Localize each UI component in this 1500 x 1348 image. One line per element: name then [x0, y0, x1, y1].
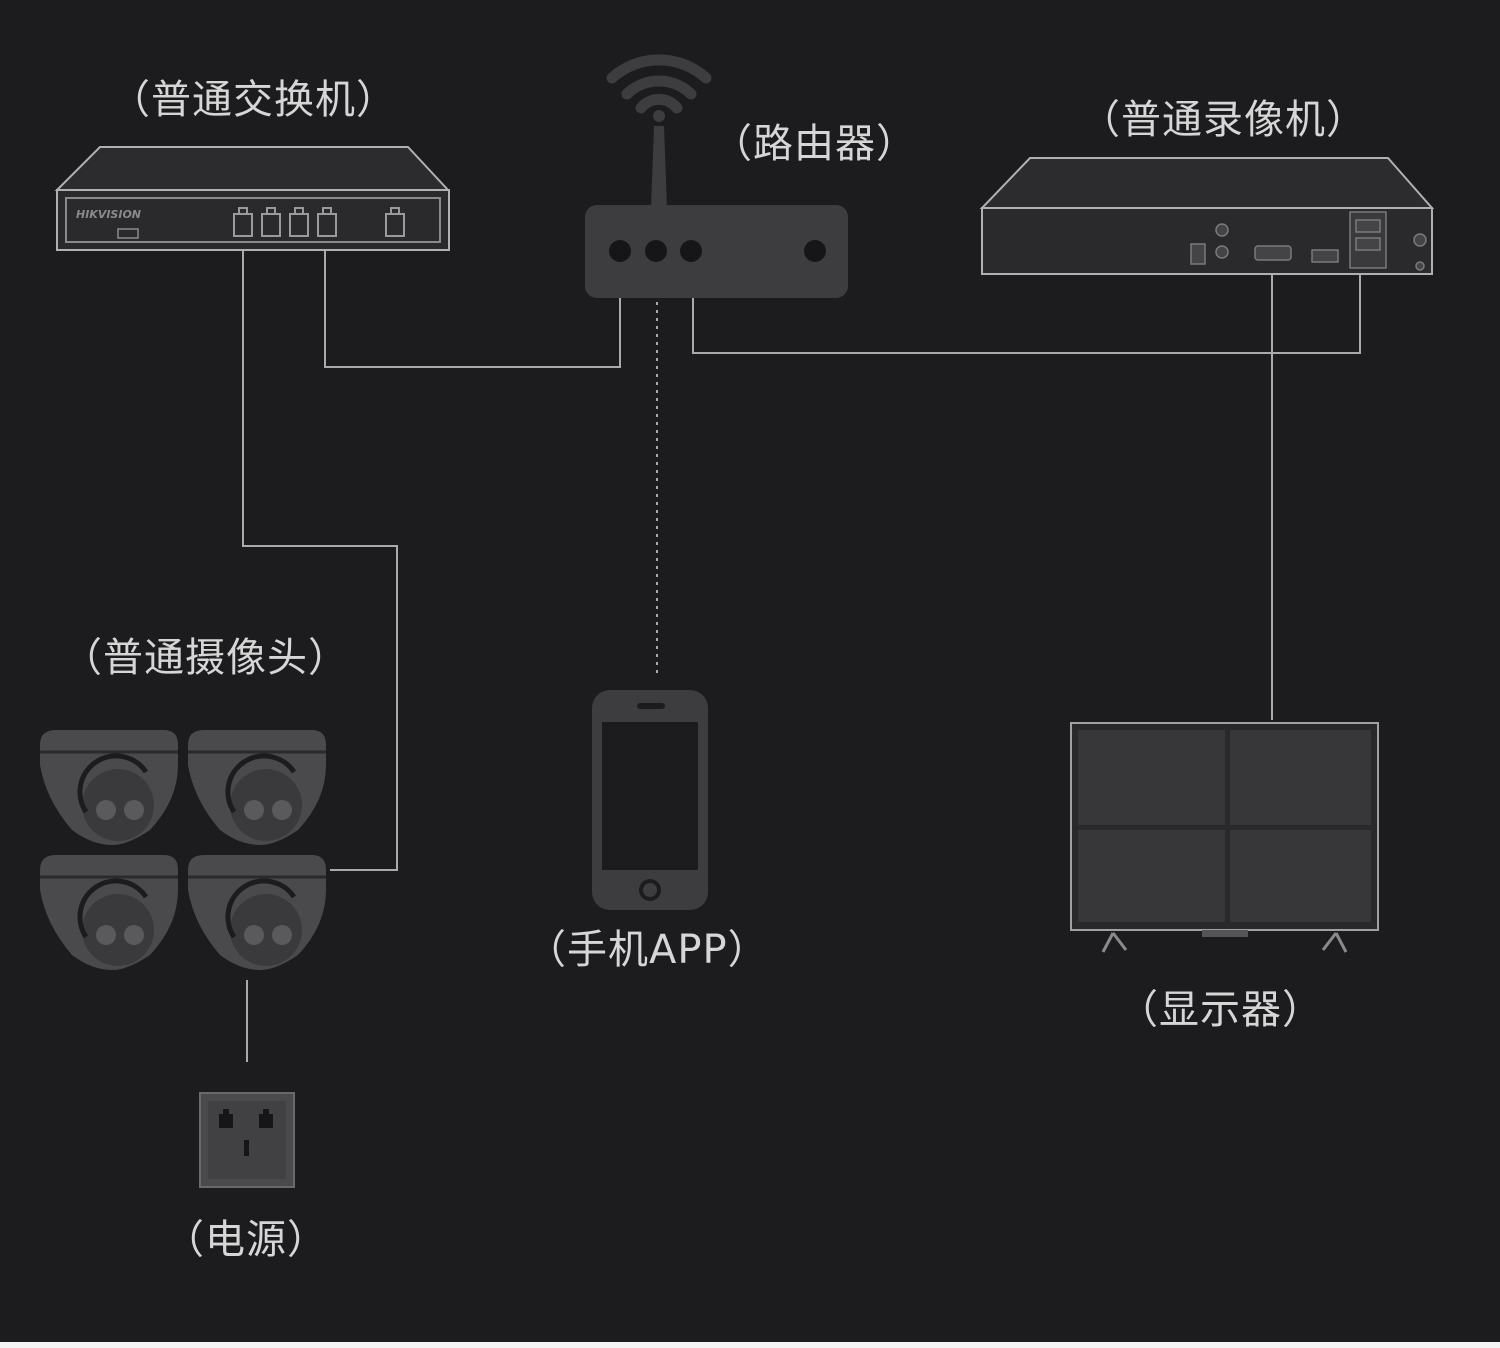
switch-to-cameras-line — [242, 240, 398, 871]
switch-brand-text: HIKVISION — [76, 208, 141, 221]
router-to-nvr-line — [692, 262, 1361, 354]
power-label: （电源） — [164, 1217, 328, 1263]
nvr-label: （普通录像机） — [1080, 97, 1367, 143]
monitor-label: （显示器） — [1118, 987, 1323, 1033]
bottom-edge-strip — [0, 1342, 1500, 1348]
switch-ports — [233, 207, 405, 237]
camera-icon — [188, 730, 326, 845]
switch-to-router-line — [324, 250, 621, 368]
nvr-device — [979, 157, 1435, 275]
switch-device: HIKVISION — [54, 146, 451, 251]
camera-icon — [40, 855, 178, 970]
camera-icon — [188, 855, 326, 970]
camera-icon — [40, 730, 178, 845]
phone-icon — [592, 690, 708, 910]
switch-label: （普通交换机） — [110, 77, 397, 123]
monitor-icon — [1070, 722, 1379, 953]
cameras-label: （普通摄像头） — [62, 635, 349, 681]
router-device — [585, 54, 848, 298]
connection-lines — [242, 240, 1361, 1062]
phone-app-label: （手机APP） — [526, 927, 769, 973]
router-label: （路由器） — [712, 121, 917, 167]
nvr-rear-ports — [1190, 211, 1427, 271]
wifi-icon — [606, 54, 712, 122]
power-socket-icon — [199, 1092, 295, 1188]
